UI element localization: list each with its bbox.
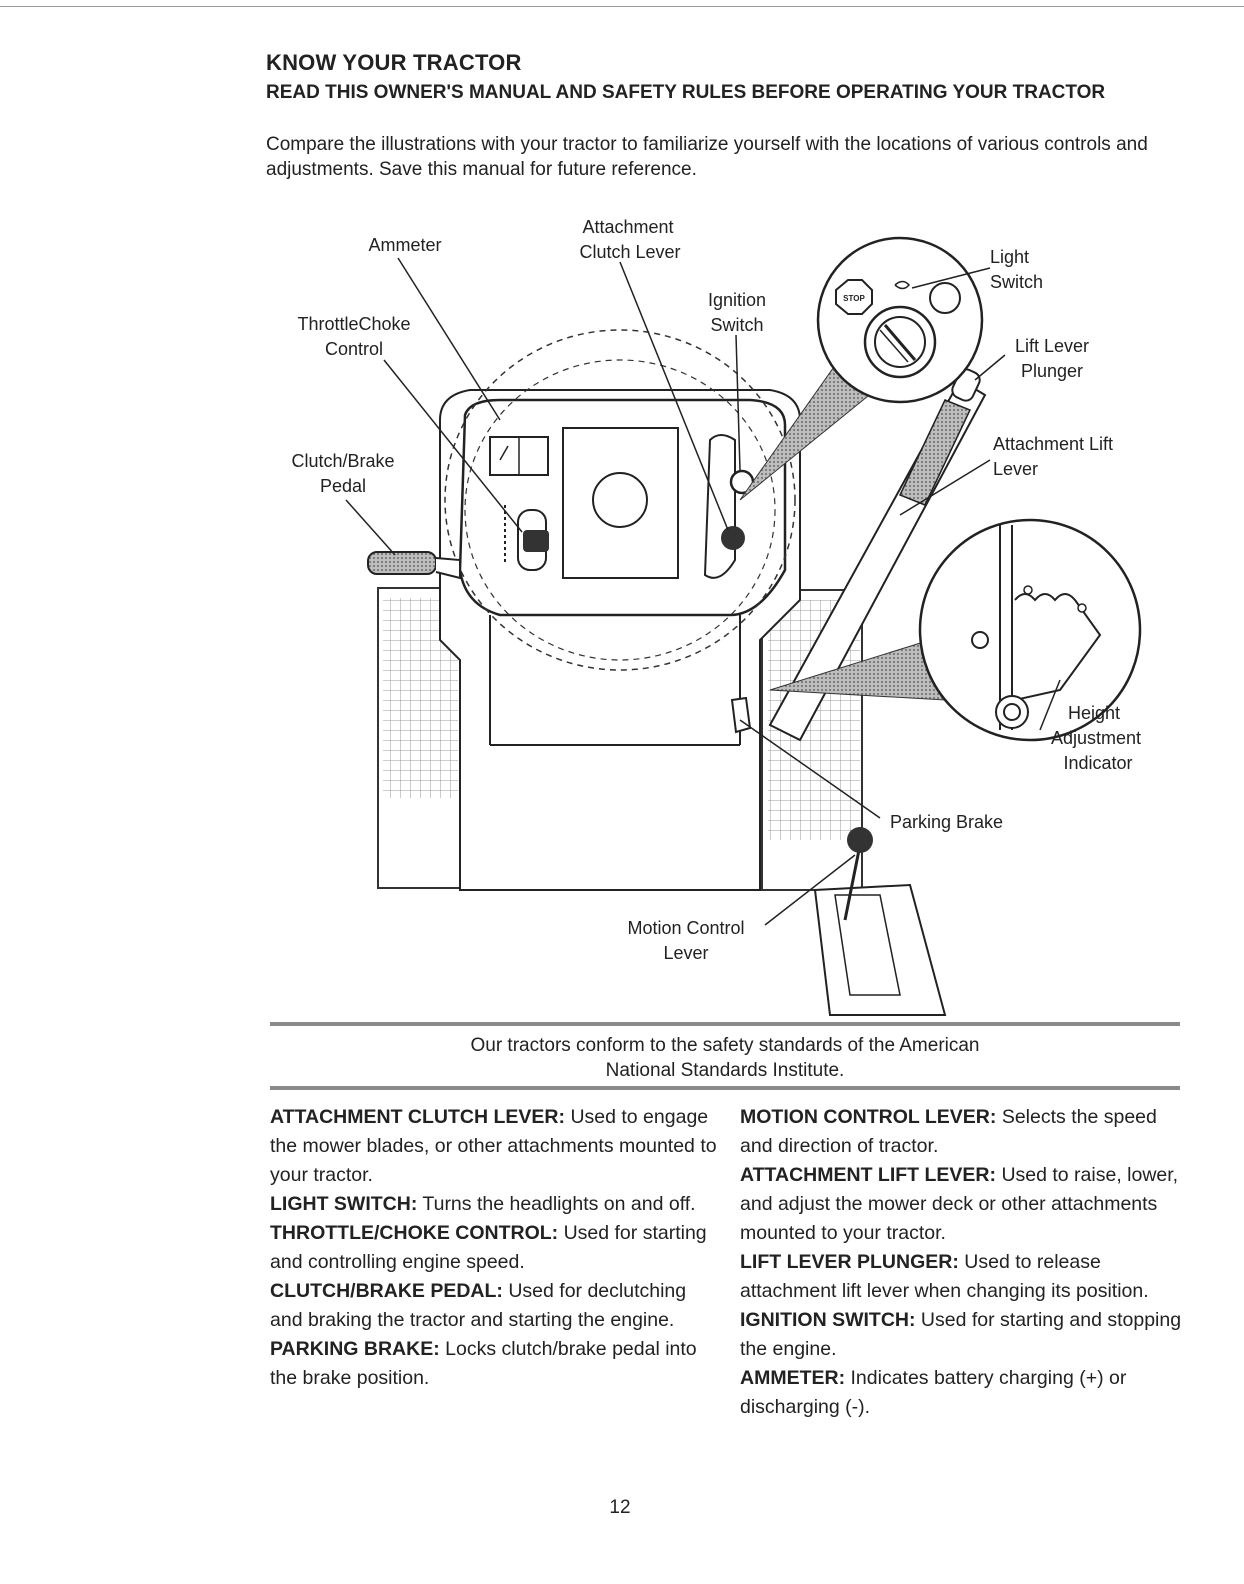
label-ignition-switch-2: Switch xyxy=(710,315,763,335)
ammeter-gauge xyxy=(489,436,549,476)
tractor-controls-figure: STOP Attachment Clutch Lev xyxy=(291,217,1142,1016)
intro-text: Compare the illustrations with your trac… xyxy=(266,134,1148,180)
page-title: KNOW YOUR TRACTOR xyxy=(266,50,522,75)
clutch-brake-pedal xyxy=(367,551,461,580)
attachment-lift-lever xyxy=(768,368,987,742)
rule-bottom xyxy=(270,1086,1180,1090)
motion-control-lever xyxy=(813,827,947,1016)
term-ammeter: AMMETER xyxy=(740,1367,839,1389)
desc-attachment-clutch-lever: ATTACHMENT CLUTCH LEVER: Used to engage … xyxy=(270,1106,717,1186)
desc-lift-lever-plunger: LIFT LEVER PLUNGER: Used to release atta… xyxy=(740,1251,1149,1302)
label-lift-lever-plunger-1: Lift Lever xyxy=(1015,336,1089,356)
label-motion-control-lever-1: Motion Control xyxy=(627,918,744,938)
label-ammeter: Ammeter xyxy=(368,235,441,255)
term-throttle-choke-control: THROTTLE/CHOKE CONTROL xyxy=(270,1222,552,1244)
parking-brake-knob xyxy=(730,696,752,734)
desc-attachment-lift-lever: ATTACHMENT LIFT LEVER: Used to raise, lo… xyxy=(740,1164,1179,1244)
term-parking-brake: PARKING BRAKE xyxy=(270,1338,434,1360)
term-attachment-lift-lever: ATTACHMENT LIFT LEVER xyxy=(740,1164,990,1186)
desc-motion-control-lever: MOTION CONTROL LEVER: Selects the speed … xyxy=(740,1106,1157,1157)
label-clutch-brake-pedal-1: Clutch/Brake xyxy=(291,451,394,471)
desc-ammeter: AMMETER: Indicates battery charging (+) … xyxy=(740,1367,1127,1418)
top-rule xyxy=(0,6,1244,7)
dashed-highlight xyxy=(444,329,796,671)
label-throttle-choke-2: Control xyxy=(325,339,383,359)
leader-lines xyxy=(345,257,1061,926)
label-motion-control-lever-2: Lever xyxy=(663,943,708,963)
desc-clutch-brake-pedal: CLUTCH/BRAKE PEDAL: Used for declutching… xyxy=(270,1280,687,1331)
label-clutch-brake-pedal-2: Pedal xyxy=(320,476,366,496)
page-number: 12 xyxy=(609,1497,631,1518)
standards-note: Our tractors conform to the safety stand… xyxy=(270,1033,1180,1083)
label-attachment-lift-lever-1: Attachment Lift xyxy=(993,434,1113,454)
label-attachment-lift-lever-2: Lever xyxy=(993,459,1038,479)
label-height-adjustment-3: Indicator xyxy=(1063,753,1132,773)
height-adjustment-detail xyxy=(918,518,1142,742)
stop-sign-label: STOP xyxy=(843,294,865,303)
label-height-adjustment-1: Height xyxy=(1068,703,1120,723)
term-attachment-clutch-lever: ATTACHMENT CLUTCH LEVER xyxy=(270,1106,559,1128)
standards-line-2: National Standards Institute. xyxy=(605,1060,845,1081)
label-throttle-choke-1: ThrottleChoke xyxy=(297,314,410,334)
throttle-choke-control xyxy=(504,505,549,571)
label-light-switch-2: Switch xyxy=(990,272,1043,292)
page-subtitle: READ THIS OWNER'S MANUAL AND SAFETY RULE… xyxy=(266,82,1106,103)
term-motion-control-lever: MOTION CONTROL LEVER xyxy=(740,1106,990,1128)
label-attachment-clutch-lever-1: Attachment xyxy=(582,217,673,237)
floor-grid-left xyxy=(377,587,461,889)
desc-light-switch: LIGHT SWITCH: Turns the headlights on an… xyxy=(270,1193,696,1215)
label-parking-brake: Parking Brake xyxy=(890,812,1003,832)
descriptions-left-column: ATTACHMENT CLUTCH LEVER: Used to engage … xyxy=(270,1103,720,1393)
desc-throttle-choke-control: THROTTLE/CHOKE CONTROL: Used for startin… xyxy=(270,1222,707,1273)
label-light-switch-1: Light xyxy=(990,247,1029,267)
label-ignition-switch-1: Ignition xyxy=(708,290,766,310)
term-lift-lever-plunger: LIFT LEVER PLUNGER xyxy=(740,1251,953,1273)
light-switch-detail: STOP xyxy=(816,236,984,404)
term-light-switch: LIGHT SWITCH xyxy=(270,1193,411,1215)
desc-ignition-switch: IGNITION SWITCH: Used for starting and s… xyxy=(740,1309,1182,1360)
label-lift-lever-plunger-2: Plunger xyxy=(1021,361,1083,381)
term-ignition-switch: IGNITION SWITCH xyxy=(740,1309,909,1331)
desc-parking-brake: PARKING BRAKE: Locks clutch/brake pedal … xyxy=(270,1338,697,1389)
label-attachment-clutch-lever-2: Clutch Lever xyxy=(579,242,680,262)
standards-line-1: Our tractors conform to the safety stand… xyxy=(470,1035,980,1056)
rule-top xyxy=(270,1022,1180,1026)
descriptions-right-column: MOTION CONTROL LEVER: Selects the speed … xyxy=(740,1103,1190,1422)
label-height-adjustment-2: Adjustment xyxy=(1051,728,1141,748)
attachment-clutch-lever xyxy=(703,434,745,579)
term-clutch-brake-pedal: CLUTCH/BRAKE PEDAL xyxy=(270,1280,497,1302)
